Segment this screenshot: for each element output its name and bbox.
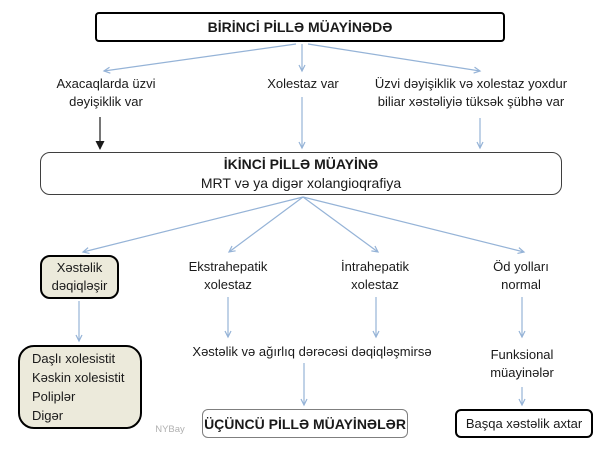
stage2-box: İKİNCİ PİLLƏ MÜAYİNƏ MRT və ya digər xol…	[40, 152, 562, 195]
arrow-stage1-to-no-change	[307, 43, 482, 74]
disease-confirmed-box: Xəstəlik dəqiqləşir	[40, 255, 119, 299]
label-no-change: Üzvi dəyişiklik və xolestaz yoxdur bilia…	[374, 76, 568, 109]
label-unclear: Xəstəlik və ağırlıq dərəcəsi dəqiqləşmir…	[192, 344, 432, 359]
arrow-stage2-to-extrahepatic	[227, 196, 304, 253]
label-extrahepatic: Ekstrahepatik xolestaz	[188, 259, 268, 292]
diagnosis-list-box: Daşlı xolesistit Kəskin xolesistit Polip…	[18, 345, 142, 429]
stage3-box: ÜÇÜNCÜ PİLLƏ MÜAYİNƏLƏR	[202, 409, 408, 438]
arrow-stage2-to-confirmed	[81, 196, 304, 255]
search-other-disease-box: Başqa xəstəlik axtar	[455, 409, 593, 438]
arrow-stage2-to-bile-normal	[302, 196, 526, 255]
stage2-subtitle: MRT və ya digər xolangioqrafiya	[200, 174, 402, 191]
stage2-title: İKİNCİ PİLLƏ MÜAYİNƏ	[223, 155, 379, 172]
label-intrahepatic: İntrahepatik xolestaz	[341, 259, 409, 292]
arrow-stage2-to-intrahepatic	[302, 196, 380, 253]
stage1-box: BİRİNCİ PİLLƏ MÜAYİNƏDƏ	[95, 12, 505, 42]
arrow-stage1-to-organ-change	[102, 43, 297, 74]
label-organ-change: Axacaqlarda üzvi dəyişiklik var	[56, 76, 156, 109]
label-functional-exams: Funksional müayinələr	[490, 347, 554, 380]
watermark: NYBay	[155, 424, 185, 435]
label-bile-ducts-normal: Öd yolları normal	[493, 259, 549, 292]
label-cholestasis: Xolestaz var	[267, 76, 339, 91]
